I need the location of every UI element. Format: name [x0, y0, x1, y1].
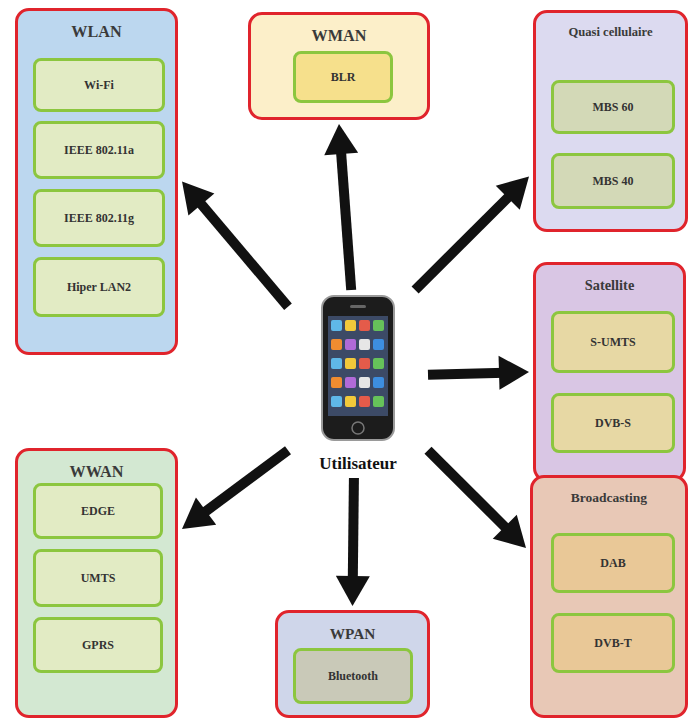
technology-label: DVB-T [590, 636, 635, 651]
technology-label: DAB [596, 556, 629, 571]
technology-box: Wi-Fi [33, 58, 165, 112]
technology-label: S-UMTS [586, 335, 639, 350]
arrow-head [324, 124, 358, 155]
network-group-box: Quasi cellulaireMBS 60 MBS 40 [533, 10, 688, 232]
technology-box: IEEE 802.11g [33, 189, 165, 247]
arrow-head [499, 356, 529, 390]
user-device: Utilisateur [290, 292, 426, 476]
technology-label: Hiper LAN2 [63, 280, 135, 295]
technology-box: GPRS [33, 617, 163, 673]
technology-box: DAB [551, 533, 675, 593]
arrow-shaft [341, 148, 351, 290]
network-group-box: BroadcastingDAB DVB-T [530, 475, 688, 718]
arrow-shaft [428, 373, 505, 375]
technology-box: MBS 60 [551, 80, 675, 134]
technology-label: Wi-Fi [80, 78, 118, 93]
technology-box: Bluetooth [293, 648, 413, 704]
technology-box: BLR [293, 51, 393, 103]
group-title: WPAN [278, 625, 427, 643]
phone-illustration [320, 294, 396, 442]
network-group-box: WWAN EDGE UMTS GPRS [15, 448, 178, 718]
group-title: Satellite [536, 277, 683, 294]
user-label: Utilisateur [290, 454, 426, 474]
network-group-box: WMAN BLR [248, 12, 430, 120]
group-title: WMAN [251, 27, 427, 46]
arrow-connector [428, 356, 529, 390]
arrow-shaft [201, 450, 288, 514]
technology-box: UMTS [33, 549, 163, 607]
technology-box: DVB-S [551, 393, 675, 453]
group-title: Quasi cellulaire [536, 25, 685, 40]
technology-label: IEEE 802.11a [60, 143, 138, 158]
arrow-connector [324, 124, 358, 290]
technology-box: MBS 40 [551, 153, 675, 209]
arrow-shaft [198, 200, 288, 307]
arrow-connector [336, 478, 370, 606]
arrow-head [182, 497, 216, 529]
arrow-shaft [428, 450, 509, 531]
network-group-box: SatelliteS-UMTS DVB-S [533, 262, 686, 482]
technology-label: BLR [327, 70, 360, 85]
technology-label: GPRS [78, 638, 118, 653]
technology-label: UMTS [77, 571, 120, 586]
technology-label: EDGE [77, 504, 119, 519]
arrow-head [336, 576, 370, 606]
technology-label: IEEE 802.11g [60, 211, 138, 226]
technology-box: IEEE 802.11a [33, 121, 165, 179]
arrow-shaft [353, 478, 354, 582]
technology-label: MBS 40 [588, 174, 637, 189]
arrow-shaft [415, 193, 512, 290]
arrow-head [496, 177, 529, 210]
network-group-box: WLAN Wi-FiIEEE 802.11aIEEE 802.11gHiper L… [15, 8, 178, 355]
technology-box: Hiper LAN2 [33, 257, 165, 317]
arrow-head [493, 515, 526, 548]
group-title: WWAN [18, 463, 175, 482]
arrow-connector [182, 182, 288, 307]
technology-box: DVB-T [551, 613, 675, 673]
technology-label: Bluetooth [324, 669, 382, 684]
group-title: Broadcasting [533, 490, 685, 506]
technology-box: S-UMTS [551, 311, 675, 373]
technology-label: MBS 60 [588, 100, 637, 115]
network-group-box: WPAN Bluetooth [275, 610, 430, 718]
technology-box: EDGE [33, 483, 163, 539]
arrow-connector [182, 450, 288, 529]
arrow-head [182, 182, 214, 216]
group-title: WLAN [18, 23, 175, 42]
technology-label: DVB-S [591, 416, 635, 431]
arrow-connector [415, 177, 529, 291]
arrow-connector [428, 450, 526, 548]
